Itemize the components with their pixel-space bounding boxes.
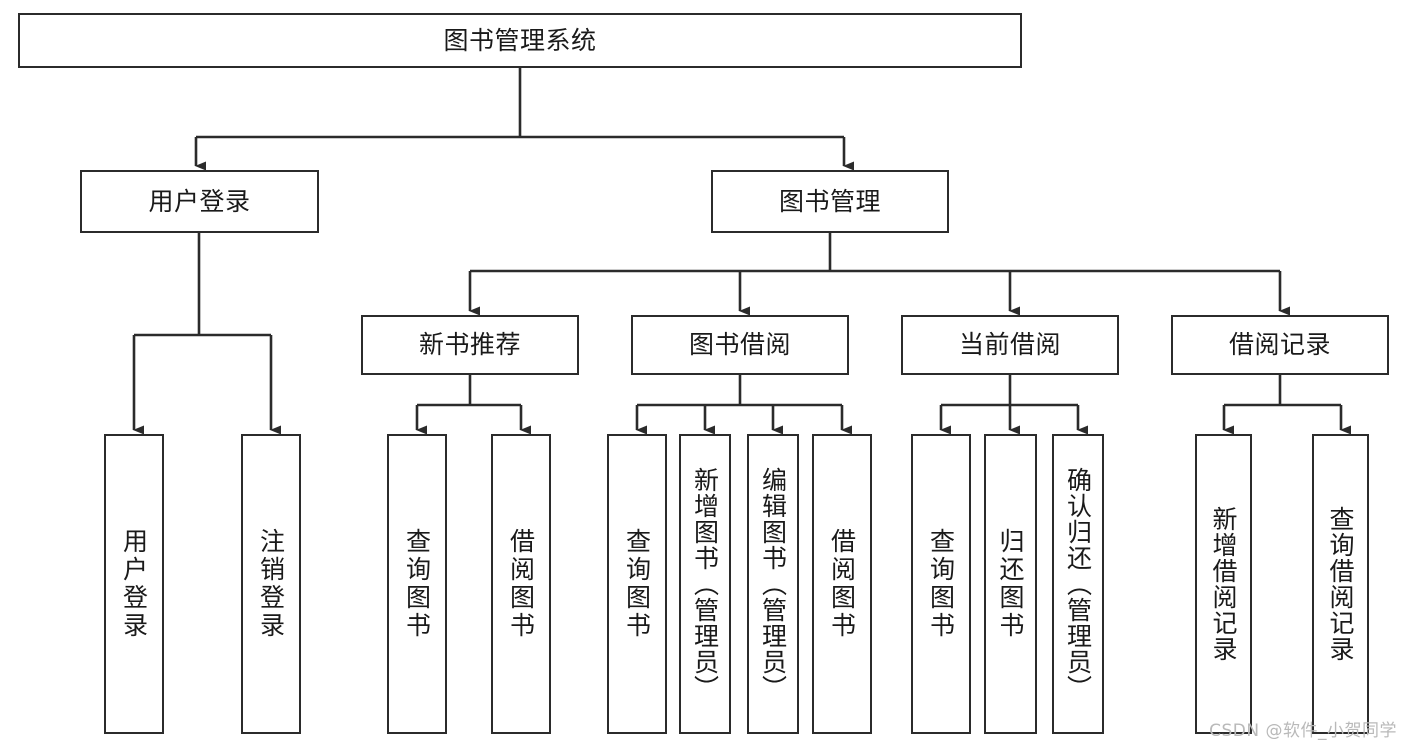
node-label: 归还图书	[996, 528, 1025, 640]
node-borrow-record[interactable]: 借阅记录	[1171, 315, 1389, 375]
csdn-watermark: CSDN @软件_小贺同学	[1209, 721, 1397, 741]
node-label: 新书推荐	[418, 330, 521, 360]
node-current-borrow[interactable]: 当前借阅	[901, 315, 1119, 375]
node-user-login[interactable]: 用户登录	[80, 170, 319, 233]
node-label: 图书借阅	[688, 330, 791, 360]
node-label: 图书管理系统	[443, 25, 597, 55]
leaf-query-book-recommend[interactable]: 查询图书	[387, 434, 447, 734]
node-label: 用户登录	[148, 186, 251, 216]
node-label: 查询图书	[402, 528, 432, 640]
node-label: 借阅记录	[1228, 330, 1331, 360]
node-book-borrow[interactable]: 图书借阅	[631, 315, 849, 375]
leaf-return-book[interactable]: 归还图书	[984, 434, 1037, 734]
node-label: 当前借阅	[958, 330, 1061, 360]
node-root-book-management-system[interactable]: 图书管理系统	[18, 13, 1022, 68]
node-label: 借阅图书	[506, 528, 536, 640]
node-label: 借阅图书	[827, 528, 857, 640]
node-label: 查询图书	[622, 528, 652, 640]
leaf-add-borrow-record[interactable]: 新增借阅记录	[1195, 434, 1252, 734]
leaf-add-book[interactable]: 新增图书（管理员）	[679, 434, 731, 734]
node-label: 注销登录	[256, 528, 286, 640]
leaf-query-borrow-record[interactable]: 查询借阅记录	[1312, 434, 1369, 734]
leaf-edit-book[interactable]: 编辑图书（管理员）	[747, 434, 799, 734]
node-label: 新增借阅记录	[1209, 506, 1238, 662]
node-label: 新增图书（管理员）	[690, 467, 720, 701]
node-new-book-recommend[interactable]: 新书推荐	[361, 315, 579, 375]
leaf-query-book-borrow[interactable]: 查询图书	[607, 434, 667, 734]
leaf-confirm-return[interactable]: 确认归还（管理员）	[1052, 434, 1104, 734]
node-label: 查询借阅记录	[1326, 506, 1355, 662]
node-label: 确认归还（管理员）	[1063, 467, 1093, 701]
node-book-management[interactable]: 图书管理	[711, 170, 949, 233]
leaf-logout-login[interactable]: 注销登录	[241, 434, 301, 734]
leaf-user-login[interactable]: 用户登录	[104, 434, 164, 734]
leaf-query-book-current[interactable]: 查询图书	[911, 434, 971, 734]
node-label: 编辑图书（管理员）	[758, 467, 788, 701]
node-label: 查询图书	[926, 528, 956, 640]
leaf-borrow-book[interactable]: 借阅图书	[812, 434, 872, 734]
node-label: 图书管理	[778, 186, 881, 216]
leaf-borrow-book-recommend[interactable]: 借阅图书	[491, 434, 551, 734]
node-label: 用户登录	[119, 528, 149, 640]
